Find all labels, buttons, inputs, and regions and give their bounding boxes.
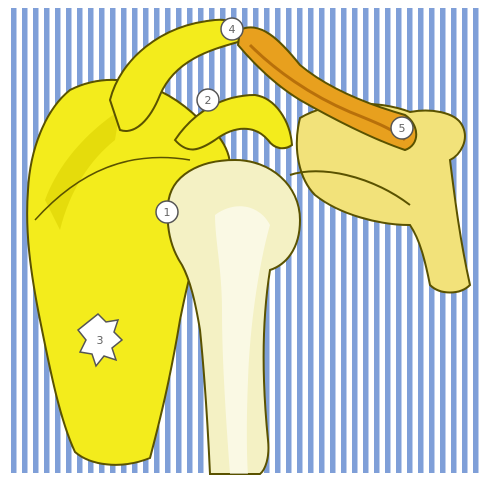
- marker-2: 2: [197, 89, 219, 111]
- marker-4-label: 4: [229, 23, 236, 36]
- marker-4: 4: [221, 18, 243, 40]
- marker-5-label: 5: [399, 122, 406, 135]
- marker-5: 5: [391, 117, 413, 139]
- marker-1: 1: [156, 201, 178, 223]
- marker-2-label: 2: [205, 94, 212, 107]
- marker-3-label: 3: [97, 334, 104, 347]
- marker-1-label: 1: [164, 206, 171, 219]
